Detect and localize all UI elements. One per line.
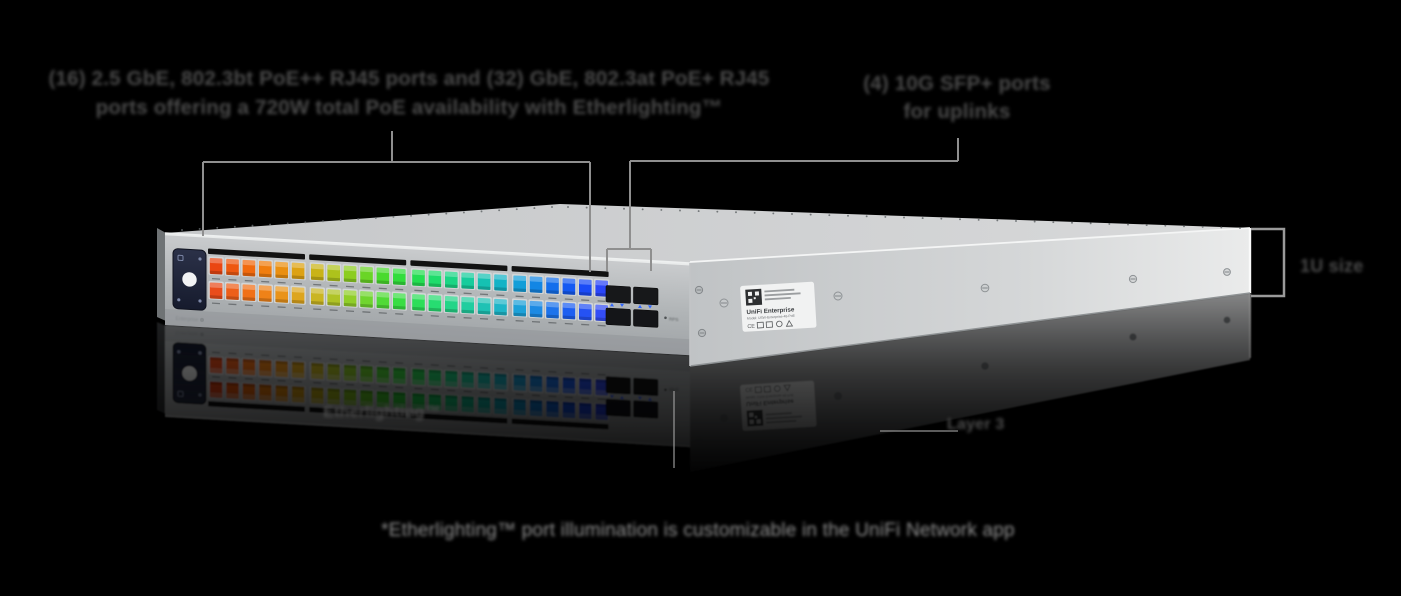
vent-dot (339, 219, 342, 222)
vent-dot (533, 207, 536, 210)
vent-dot (480, 210, 483, 213)
layer3-callout-text: Layer 3 (947, 416, 1005, 433)
vent-dot (269, 223, 272, 226)
screw-icon (1128, 274, 1138, 284)
switch-chassis (157, 204, 1252, 367)
vent-dot (374, 217, 377, 219)
etherlighting-callout-text: Etherlighting™ (323, 404, 441, 421)
vent-dot (753, 211, 756, 214)
vent-dot (921, 217, 924, 220)
vent-dot (216, 226, 219, 229)
sfp-callout-line2: for uplinks (903, 100, 1011, 123)
vent-dot (427, 213, 430, 216)
ports-callout-line (202, 131, 591, 272)
vent-dot (809, 213, 812, 216)
vent-dot (828, 214, 831, 217)
vent-dot (567, 206, 569, 208)
vent-dot (551, 206, 553, 208)
vent-dot (410, 214, 412, 217)
vent-dot (1145, 224, 1148, 227)
vent-dot (1164, 224, 1167, 227)
vent-dot (1108, 222, 1111, 225)
vent-dot (1201, 225, 1204, 228)
footnote-text: *Etherlighting™ port illumination is cus… (381, 520, 1015, 541)
vent-dot (251, 224, 254, 227)
vent-dot (940, 217, 943, 220)
vent-dot (322, 220, 324, 223)
vent-dot (884, 215, 887, 218)
vent-dot (697, 210, 700, 213)
vent-dot (716, 210, 719, 213)
vent-dot (1239, 227, 1241, 229)
vent-dot (462, 211, 465, 214)
callout-lines (202, 131, 1286, 468)
screw-icon (980, 283, 990, 293)
vent-dot (286, 222, 289, 225)
sfp-callout-text: (4) 10G SFP+ ports for uplinks (806, 70, 1108, 126)
vent-dot (641, 208, 644, 211)
vent-dot (996, 219, 999, 222)
vent-dot (1089, 222, 1092, 225)
screw-icon (694, 285, 704, 295)
screw-icon (719, 298, 729, 308)
vent-dot (660, 208, 663, 211)
vent-dot (1033, 220, 1036, 223)
rack-ear (157, 228, 166, 321)
vent-dot (198, 227, 201, 230)
ports-callout-text: (16) 2.5 GbE, 802.3bt PoE++ RJ45 ports a… (9, 64, 809, 122)
screw-icon (1223, 268, 1231, 276)
size-callout-text: 1U size (1300, 256, 1364, 276)
vent-dot (1183, 225, 1185, 228)
reflected-rack-ear (157, 322, 166, 414)
vent-dot (392, 215, 395, 218)
ports-callout-line1: (16) 2.5 GbE, 802.3bt PoE++ RJ45 ports a… (48, 67, 770, 90)
screw-icon (833, 291, 843, 301)
size-bracket (1251, 227, 1286, 298)
ports-callout-line2: ports offering a 720W total PoE availabi… (95, 96, 723, 119)
vent-dot (1127, 223, 1129, 226)
vent-dot (1220, 226, 1223, 229)
vent-dot (604, 207, 607, 210)
vent-dot (903, 216, 905, 219)
vent-dot (735, 211, 737, 214)
vent-dot (959, 218, 961, 221)
vent-dot (977, 218, 980, 221)
vent-dot (679, 209, 681, 212)
reflected-side-face (690, 293, 1250, 472)
vent-dot (1071, 221, 1073, 224)
vent-dot (445, 212, 448, 215)
vent-dot (233, 225, 236, 228)
vent-dot (865, 215, 868, 218)
vent-dot (181, 229, 183, 231)
vent-dot (1015, 220, 1017, 222)
reflected-screws (695, 316, 1231, 444)
vent-dot (623, 207, 625, 210)
side-face (690, 228, 1250, 366)
switch-reflection (157, 293, 1251, 472)
vent-dot (1052, 221, 1055, 224)
vent-dot (357, 218, 360, 220)
vent-dot (791, 213, 793, 215)
vent-dot (304, 221, 307, 224)
chassis-screws (694, 268, 1231, 338)
vent-holes (181, 206, 1241, 231)
vent-dot (772, 212, 775, 215)
screw-icon (697, 328, 707, 338)
vent-dot (498, 209, 501, 212)
vent-dot (847, 214, 849, 217)
sfp-callout-line1: (4) 10G SFP+ ports (863, 72, 1051, 95)
sfp-callout-line (606, 138, 959, 271)
vent-dot (585, 206, 588, 209)
vent-dot (515, 208, 518, 211)
